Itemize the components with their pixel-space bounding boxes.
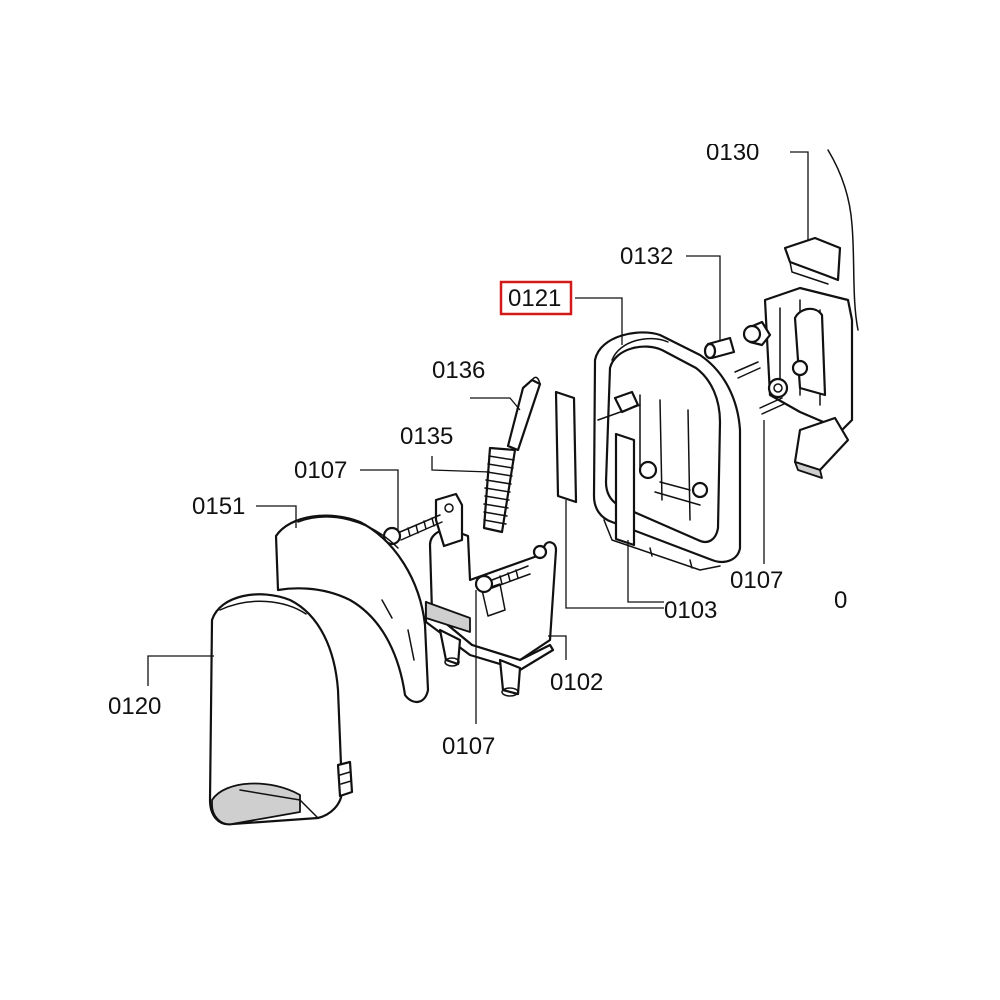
label-0151: 0151 xyxy=(192,493,245,520)
part-0135-spring xyxy=(482,446,517,534)
leader-lines xyxy=(147,151,809,724)
part-0151-inner-cover xyxy=(274,514,430,703)
label-0135: 0135 xyxy=(400,423,453,450)
part-0102-terminal-block xyxy=(424,492,558,697)
part-labels: 0130 0132 0121 0136 0135 0107 0151 0107 … xyxy=(108,139,847,760)
label-0102: 0102 xyxy=(550,669,603,696)
label-0120: 0120 xyxy=(108,693,161,720)
part-0103-gaskets xyxy=(554,390,636,547)
part-0136-cord xyxy=(506,376,542,452)
label-0107-right: 0107 xyxy=(730,567,783,594)
label-0132: 0132 xyxy=(620,243,673,270)
part-0120-outer-cover xyxy=(208,593,354,826)
label-0136: 0136 xyxy=(432,357,485,384)
label-0103: 0103 xyxy=(664,597,717,624)
label-0107-bottom: 0107 xyxy=(442,733,495,760)
label-0121: 0121 xyxy=(508,285,561,312)
part-0132-bushing xyxy=(703,336,736,360)
right-assembly xyxy=(734,149,859,479)
label-0-cut: 0 xyxy=(834,587,847,614)
highlight-box-0121 xyxy=(499,280,573,316)
label-0107-top: 0107 xyxy=(294,457,347,484)
top-crop-mask xyxy=(690,130,800,144)
